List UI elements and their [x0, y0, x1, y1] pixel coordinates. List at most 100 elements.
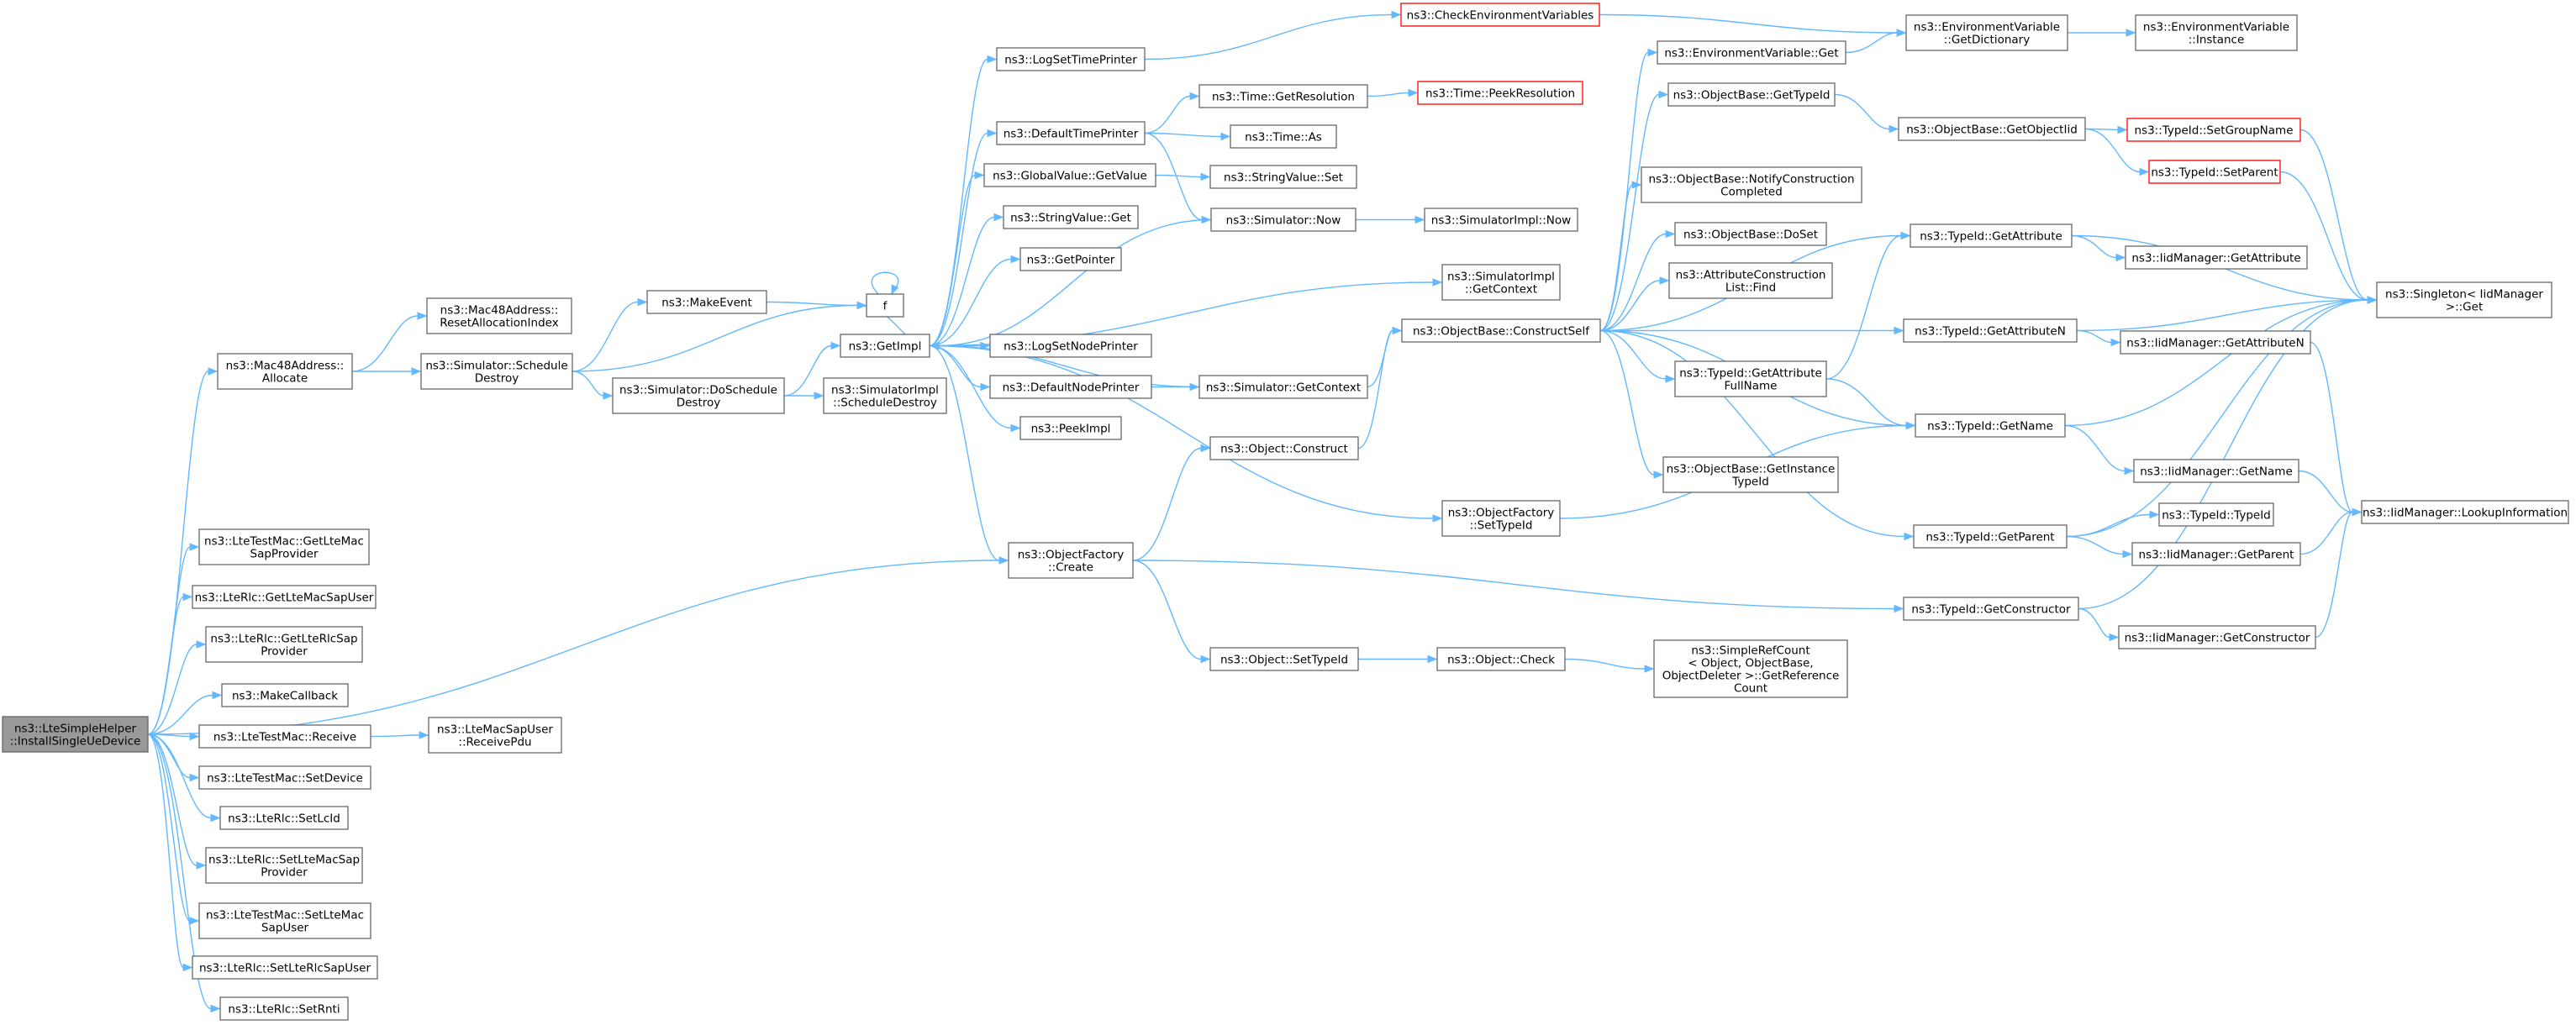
node-simnow[interactable]: ns3::Simulator::Now: [1210, 208, 1356, 232]
node-obdoset[interactable]: ns3::ObjectBase::DoSet: [1674, 222, 1827, 246]
node-schedDestroy[interactable]: ns3::Simulator::ScheduleDestroy: [420, 353, 573, 390]
node-stringvalueset[interactable]: ns3::StringValue::Set: [1209, 165, 1357, 189]
edge-line: [147, 733, 212, 819]
node-timeas[interactable]: ns3::Time::As: [1230, 124, 1337, 149]
edge-objfactorycreate-to-tidgetctor: [1132, 560, 1904, 613]
edge-arrowhead: [212, 691, 223, 700]
node-resetalloc[interactable]: ns3::Mac48Address::ResetAllocationIndex: [426, 297, 572, 334]
node-makeevent[interactable]: ns3::MakeEvent: [646, 290, 767, 314]
node-box: [1400, 3, 1600, 27]
node-iidgetparent[interactable]: ns3::IidManager::GetParent: [2131, 542, 2301, 566]
node-iidgetctor[interactable]: ns3::IidManager::GetConstructor: [2118, 625, 2316, 649]
node-box: [1436, 647, 1566, 671]
edge-line: [1132, 447, 1202, 561]
node-root[interactable]: ns3::LteSimpleHelper::InstallSingleUeDev…: [2, 716, 149, 753]
edge-mac48alloc-to-schedDestroy: [352, 367, 422, 376]
node-tidgetctor[interactable]: ns3::TypeId::GetConstructor: [1903, 597, 2079, 621]
node-getpointer[interactable]: ns3::GetPointer: [1019, 247, 1122, 271]
edge-line: [1144, 13, 1393, 60]
node-box: [1910, 223, 2073, 248]
node-box: [217, 353, 353, 390]
edge-line: [2298, 470, 2353, 513]
edge-simgetcontext-to-getimpl: [929, 341, 1200, 388]
edge-getimpl-to-logsettimeprinter: [929, 55, 998, 347]
node-mac48alloc[interactable]: ns3::Mac48Address::Allocate: [217, 353, 353, 390]
node-envvarget[interactable]: ns3::EnvironmentVariable::Get: [1657, 40, 1846, 65]
node-tidsetparent[interactable]: ns3::TypeId::SetParent: [2148, 160, 2281, 184]
node-setlcid[interactable]: ns3::LteRlc::SetLcId: [219, 806, 349, 830]
node-tidgetname[interactable]: ns3::TypeId::GetName: [1915, 413, 2066, 438]
edge-root-to-gltemacsapuser: [147, 592, 193, 735]
node-gvgetvalue[interactable]: ns3::GlobalValue::GetValue: [983, 163, 1156, 187]
node-receivepdu[interactable]: ns3::LteMacSapUser::ReceivePdu: [428, 717, 562, 754]
node-defaultnodeprinter[interactable]: ns3::DefaultNodePrinter: [989, 375, 1152, 399]
node-implSchedDestroy[interactable]: ns3::SimulatorImpl::ScheduleDestroy: [823, 377, 947, 414]
node-box: [1019, 247, 1122, 271]
node-simimplnow[interactable]: ns3::SimulatorImpl::Now: [1424, 208, 1578, 232]
node-objcheck[interactable]: ns3::Object::Check: [1436, 647, 1566, 671]
node-envgetdict[interactable]: ns3::EnvironmentVariable::GetDictionary: [1905, 14, 2068, 51]
node-simimplgetctx[interactable]: ns3::SimulatorImpl::GetContext: [1441, 264, 1561, 301]
node-iidlookup[interactable]: ns3::IidManager::LookupInformation: [2361, 500, 2569, 524]
node-simplerefcount[interactable]: ns3::SimpleRefCount< Object, ObjectBase,…: [1653, 639, 1848, 698]
edge-arrowhead: [182, 592, 193, 602]
edge-line: [147, 644, 198, 735]
node-logsetnodeprinter[interactable]: ns3::LogSetNodePrinter: [989, 334, 1152, 358]
edge-simnow-to-simimplnow: [1355, 215, 1425, 224]
node-objsettypeid[interactable]: ns3::Object::SetTypeId: [1209, 647, 1359, 671]
node-timegetres[interactable]: ns3::Time::GetResolution: [1198, 84, 1368, 108]
node-tidgetparent[interactable]: ns3::TypeId::GetParent: [1913, 524, 2068, 549]
node-obnotify[interactable]: ns3::ObjectBase::NotifyConstructionCompl…: [1641, 166, 1862, 203]
node-makecallback[interactable]: ns3::MakeCallback: [221, 683, 349, 707]
node-setlterlcsapuser[interactable]: ns3::LteRlc::SetLteRlcSapUser: [192, 955, 378, 980]
node-stringvalueget[interactable]: ns3::StringValue::Get: [1003, 205, 1139, 229]
node-box: [823, 377, 947, 414]
node-label-line: ns3::DefaultTimePrinter: [1004, 128, 1139, 141]
node-defaulttimeprinter[interactable]: ns3::DefaultTimePrinter: [996, 121, 1146, 145]
node-iidgetname[interactable]: ns3::IidManager::GetName: [2133, 459, 2299, 483]
edge-line: [871, 271, 899, 295]
node-ltereceive[interactable]: ns3::LteTestMac::Receive: [198, 724, 371, 749]
node-tidtypeid[interactable]: ns3::TypeId::TypeId: [2158, 502, 2274, 527]
node-simgetcontext[interactable]: ns3::Simulator::GetContext: [1198, 375, 1368, 399]
node-setrnti[interactable]: ns3::LteRlc::SetRnti: [219, 996, 349, 1021]
node-timepeekres[interactable]: ns3::Time::PeekResolution: [1417, 81, 1583, 105]
node-envinstance[interactable]: ns3::EnvironmentVariable::Instance: [2135, 14, 2298, 51]
node-iidgetattrn[interactable]: ns3::IidManager::GetAttributeN: [2120, 330, 2311, 355]
node-checkenvvars[interactable]: ns3::CheckEnvironmentVariables: [1400, 3, 1600, 27]
node-peekimpl[interactable]: ns3::PeekImpl: [1019, 416, 1122, 440]
node-box: [2133, 459, 2299, 483]
node-label-line: Provider: [261, 866, 308, 880]
node-obgettypeid[interactable]: ns3::ObjectBase::GetTypeId: [1667, 82, 1836, 107]
node-logsettimeprinter[interactable]: ns3::LogSetTimePrinter: [996, 47, 1146, 71]
node-label-line: ns3::SimulatorImpl: [1447, 271, 1555, 284]
node-getimpl[interactable]: ns3::GetImpl: [840, 334, 930, 358]
node-tidsetgroupname[interactable]: ns3::TypeId::SetGroupName: [2126, 118, 2301, 142]
node-tidgetattrn[interactable]: ns3::TypeId::GetAttributeN: [1903, 318, 2078, 343]
node-constructself[interactable]: ns3::ObjectBase::ConstructSelf: [1401, 318, 1601, 343]
node-gltemacsapuser[interactable]: ns3::LteRlc::GetLteMacSapUser: [192, 585, 377, 609]
edge-arrowhead: [603, 392, 614, 400]
node-objfactorycreate[interactable]: ns3::ObjectFactory::Create: [1008, 542, 1134, 579]
node-iidgetattr[interactable]: ns3::IidManager::GetAttribute: [2125, 245, 2308, 270]
edge-arrowhead: [1391, 10, 1402, 19]
node-ltesetdevice[interactable]: ns3::LteTestMac::SetDevice: [198, 765, 371, 790]
node-singletonget[interactable]: ns3::Singleton< IidManager >::Get: [2376, 281, 2552, 318]
node-objconstruct[interactable]: ns3::Object::Construct: [1209, 436, 1359, 460]
node-obgetobjtid[interactable]: ns3::ObjectBase::GetObjectIid: [1898, 117, 2086, 141]
node-f[interactable]: f: [866, 293, 904, 318]
node-tidgetattr[interactable]: ns3::TypeId::GetAttribute: [1910, 223, 2073, 248]
edge-line: [147, 560, 1000, 735]
node-label-line: ns3::Time::PeekResolution: [1425, 87, 1575, 101]
node-label-line: ns3::TypeId::TypeId: [2162, 509, 2271, 523]
node-label-line: ns3::EnvironmentVariable: [2143, 21, 2289, 34]
node-objfactorysettid[interactable]: ns3::ObjectFactory::SetTypeId: [1441, 500, 1561, 537]
